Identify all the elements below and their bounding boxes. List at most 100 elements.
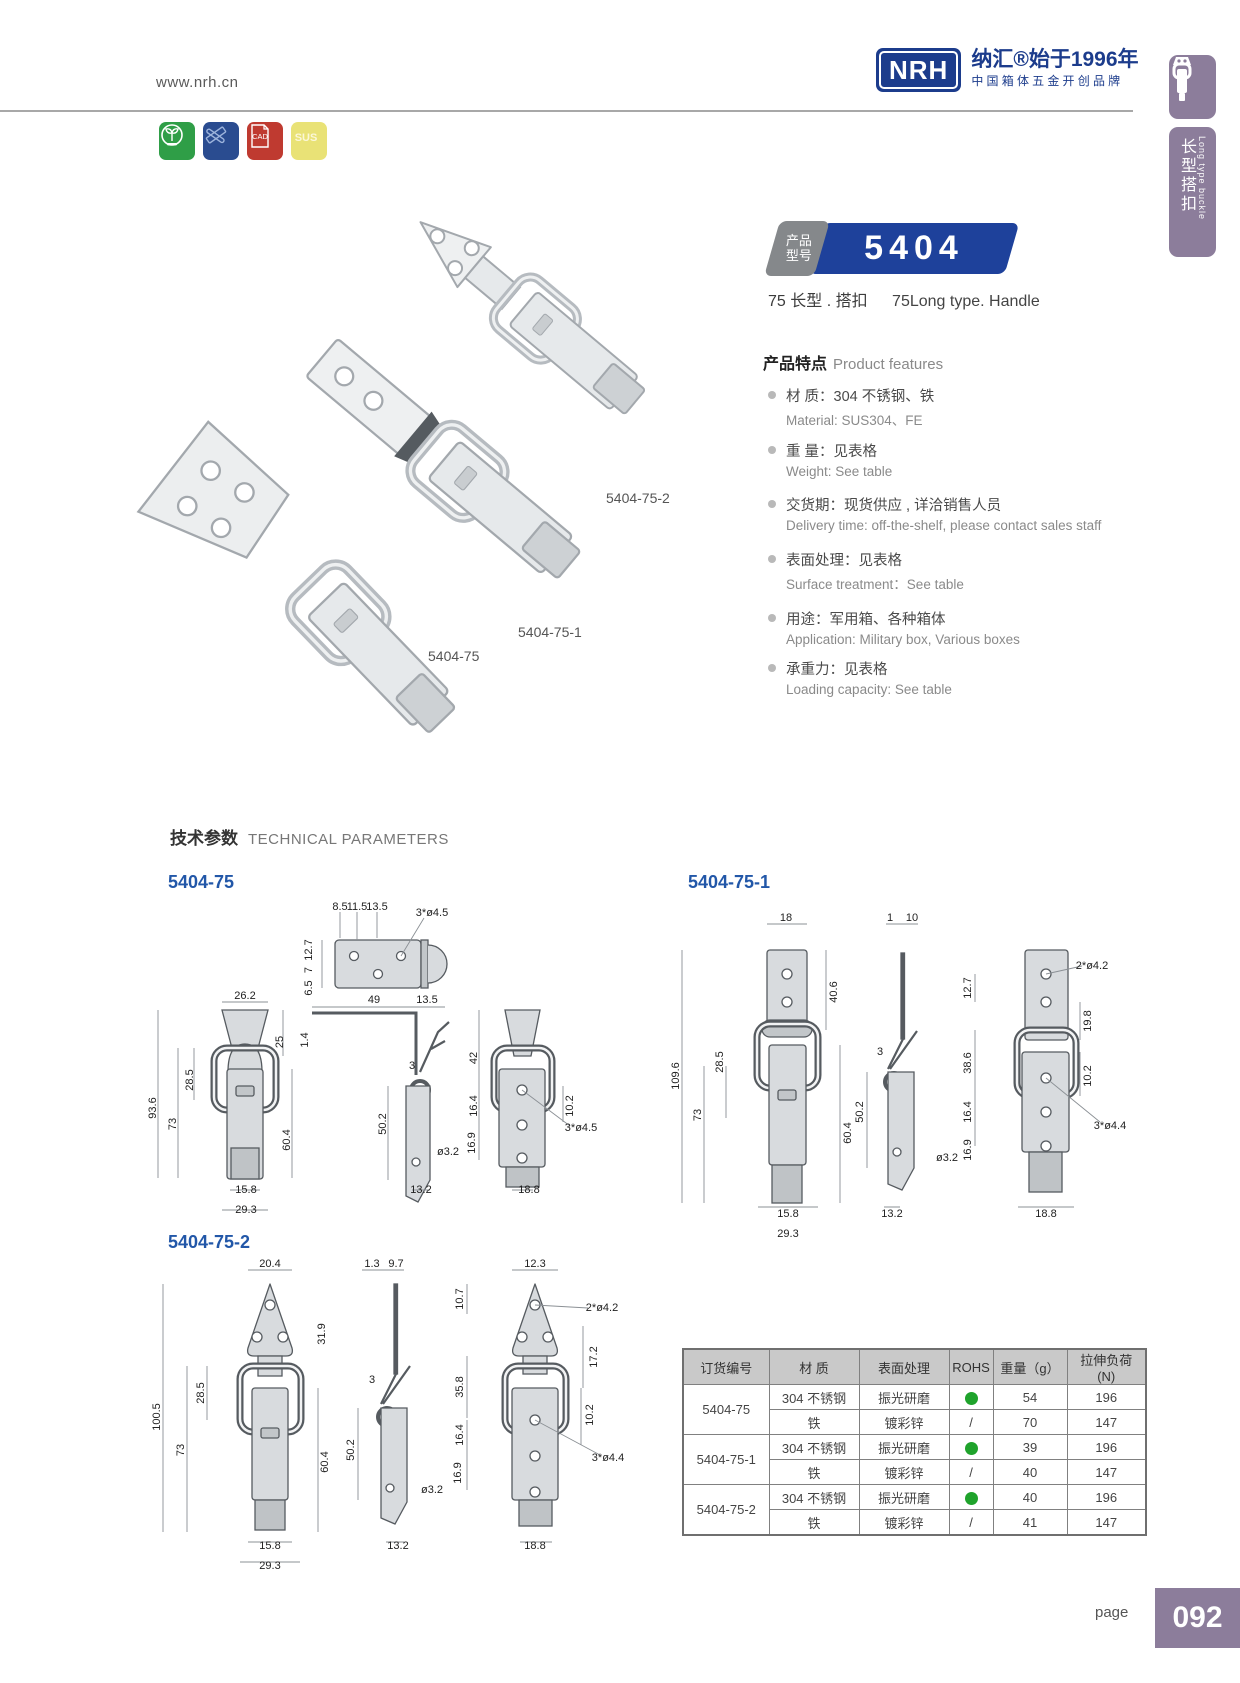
feature-en: Material: SUS304、FE	[786, 413, 923, 428]
dim-label: 29.3	[777, 1228, 799, 1240]
page-word: page	[1095, 1604, 1129, 1621]
photo-label: 5404-75-1	[518, 624, 582, 640]
dim-label: 31.9	[316, 1323, 328, 1345]
brand-tagline-main: 纳汇®始于1996年	[971, 48, 1139, 71]
dim-label: 25	[274, 1035, 286, 1049]
feature-cn: 表面处理：见表格	[786, 553, 902, 569]
dim-label: 28.5	[195, 1382, 207, 1404]
dim-label: 13.5	[366, 901, 388, 913]
dim-label: 50.2	[345, 1439, 357, 1461]
dim-label: 29.3	[259, 1560, 281, 1572]
sidebar-tab-label-cn: 长型搭扣	[1178, 138, 1195, 214]
design-tools-icon	[203, 122, 239, 160]
feature-cn: 重 量：见表格	[786, 444, 878, 460]
dim-label: 28.5	[184, 1069, 196, 1091]
dim-label: 35.8	[454, 1376, 466, 1398]
dim-label: 7	[303, 966, 315, 974]
sidebar-category-tab[interactable]	[1169, 127, 1216, 257]
dim-label: 16.4	[962, 1101, 974, 1123]
col-weight: 重量（g）	[992, 1348, 1068, 1385]
spec-table: 订货编号 材 质 表面处理 ROHS 重量（g） 拉伸负荷 (N) 5404-7…	[682, 1348, 1147, 1536]
svg-text:CAD: CAD	[252, 132, 268, 141]
dim-label: 18.8	[518, 1184, 540, 1196]
dim-label: 13.2	[881, 1208, 903, 1220]
bullet	[768, 391, 776, 399]
col-load: 拉伸负荷 (N)	[1066, 1348, 1147, 1385]
rohs-pass-dot	[964, 1391, 978, 1405]
brand-tagline: 纳汇®始于1996年 中国箱体五金开创品牌	[971, 48, 1138, 89]
dim-label: 60.4	[281, 1129, 293, 1151]
dim-label: 3*ø4.5	[564, 1122, 598, 1134]
feature-en: Loading capacity: See table	[786, 682, 952, 697]
dim-label: 9.7	[388, 1258, 404, 1270]
dim-label: 13.5	[416, 994, 438, 1006]
dim-label: 29.3	[235, 1204, 257, 1216]
dim-label: 18.8	[1035, 1208, 1057, 1220]
brand-logo: NRH 纳汇®始于1996年 中国箱体五金开创品牌	[876, 48, 1139, 92]
dim-label: 1.4	[299, 1032, 311, 1048]
model-cell: 5404-75	[682, 1384, 770, 1435]
bullet	[768, 555, 776, 563]
dim-label: ø3.2	[436, 1146, 460, 1158]
dim-label: 20.4	[259, 1258, 281, 1270]
dim-label: 10.2	[584, 1404, 596, 1426]
rohs-pass-dot	[964, 1441, 978, 1455]
dim-label: 6.5	[303, 980, 315, 996]
dim-label: 3	[368, 1374, 376, 1386]
dim-label: 15.8	[235, 1184, 257, 1196]
dim-label: 38.6	[962, 1052, 974, 1074]
dim-label: 18.8	[524, 1540, 546, 1552]
dim-label: 100.5	[151, 1403, 163, 1431]
drawing-title: 5404-75-2	[168, 1232, 251, 1252]
dim-label: 40.6	[828, 981, 840, 1003]
dim-label: 16.9	[962, 1139, 974, 1161]
photo-label: 5404-75	[428, 648, 480, 664]
dim-label: 12.7	[303, 939, 315, 961]
feature-cn: 承重力：见表格	[786, 662, 888, 678]
model-cell: 5404-75-1	[682, 1434, 770, 1485]
dim-label: 60.4	[842, 1122, 854, 1144]
feature-en: Surface treatment：See table	[786, 577, 964, 592]
page-number-badge: 092	[1155, 1588, 1240, 1648]
dim-label: 10	[905, 912, 919, 924]
dim-label: 13.2	[387, 1540, 409, 1552]
table-row: 5404-75 304 不锈钢 振光研磨 ● 54 196	[682, 1384, 1147, 1435]
dim-label: 18	[779, 912, 793, 924]
sidebar-category-icon-tab[interactable]	[1169, 55, 1216, 119]
model-number-ribbon: 5404	[808, 223, 1020, 274]
table-header-row: 订货编号 材 质 表面处理 ROHS 重量（g） 拉伸负荷 (N)	[682, 1348, 1147, 1385]
dim-label: 60.4	[319, 1451, 331, 1473]
dim-label: 3*ø4.4	[591, 1452, 625, 1464]
sus-icon: SUS	[291, 122, 327, 160]
dim-label: 50.2	[377, 1113, 389, 1135]
col-rohs: ROHS	[948, 1348, 994, 1385]
rohs-na: /	[948, 1409, 994, 1435]
model-label: 产品型号	[785, 233, 812, 263]
col-material: 材 质	[768, 1348, 860, 1385]
dim-label: 10.2	[1082, 1065, 1094, 1087]
dim-label: 2*ø4.2	[585, 1302, 619, 1314]
dim-label: 50.2	[854, 1101, 866, 1123]
dim-label: 17.2	[588, 1346, 600, 1368]
feature-en: Delivery time: off-the-shelf, please con…	[786, 518, 1102, 533]
model-number: 5404	[864, 229, 964, 267]
table-row: 5404-75-2 304 不锈钢 振光研磨 ● 40 196	[682, 1484, 1147, 1536]
table-row: 5404-75-1 304 不锈钢 振光研磨 ● 39 196	[682, 1434, 1147, 1485]
bullet	[768, 446, 776, 454]
col-surface: 表面处理	[858, 1348, 950, 1385]
nrh-logo-box: NRH	[876, 48, 962, 92]
dim-label: 109.6	[670, 1062, 682, 1090]
bullet	[768, 500, 776, 508]
bullet	[768, 664, 776, 672]
table-row: 铁 镀彩锌 / 70 147	[683, 1409, 1147, 1435]
svg-text:SUS: SUS	[295, 132, 318, 144]
model-cell: 5404-75-2	[682, 1484, 770, 1536]
dim-label: 73	[175, 1443, 187, 1457]
dim-label: 15.8	[777, 1208, 799, 1220]
feature-cn: 材 质：304 不锈钢、铁	[786, 389, 935, 405]
dim-label: 16.4	[454, 1424, 466, 1446]
feature-en: Application: Military box, Various boxes	[786, 632, 1020, 647]
